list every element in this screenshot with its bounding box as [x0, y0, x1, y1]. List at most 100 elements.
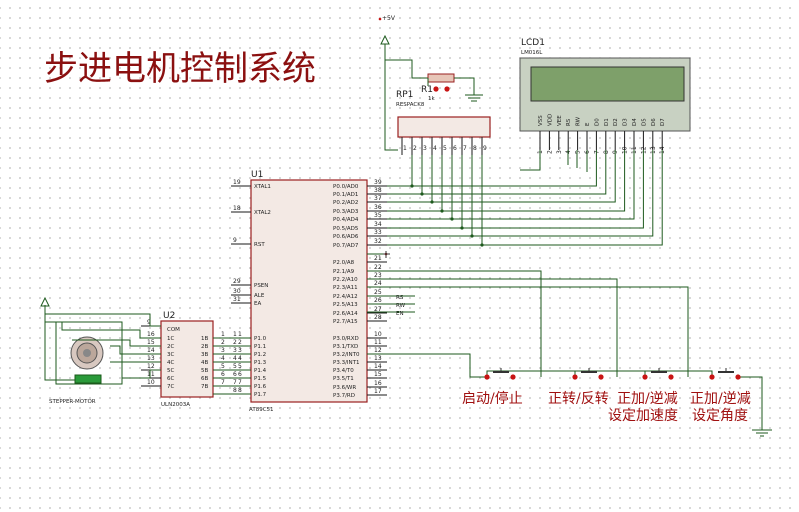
- u1-pin-name: P1.7: [254, 392, 267, 398]
- u1-pin-name: P1.6: [254, 384, 267, 390]
- lcd-vss-wire: [520, 150, 541, 171]
- u1-pin-number: 2: [233, 339, 237, 346]
- u1-pin-number: 13: [374, 355, 382, 362]
- u2-pin-number: 6: [221, 371, 225, 378]
- lcd-pin-name: D4: [632, 118, 638, 126]
- p1-wire-label: 3: [238, 347, 242, 354]
- p0-bus-wire: [387, 150, 635, 220]
- lcd-ref: LCD1: [521, 38, 545, 48]
- u2-pin-number: 3: [221, 347, 225, 354]
- button-label-direction: 正转/反转: [548, 391, 609, 407]
- lcd-pin-name: D2: [613, 118, 619, 126]
- u1-pin-name: PSEN: [254, 283, 268, 289]
- u1-pin-name: P2.5/A13: [333, 302, 358, 308]
- wire-junction: [440, 209, 444, 213]
- r1-ref: R1: [421, 85, 433, 95]
- u2-pin-name: 2B: [201, 344, 208, 350]
- lcd-pin-name: VDD: [547, 114, 553, 126]
- lcd-model: LM016L: [521, 50, 543, 56]
- u2-pin-number: 13: [147, 355, 155, 362]
- p0-bus-wire: [387, 150, 663, 246]
- push-button-2[interactable]: [572, 368, 604, 380]
- lcd-pin-name: VSS: [538, 115, 544, 126]
- u2-pin-number: 9: [147, 319, 151, 326]
- lcd-pin-name: RS: [566, 118, 572, 126]
- u1-pin-number: 22: [374, 264, 382, 271]
- u1-pin-name: P2.6/A14: [333, 311, 358, 317]
- lcd-pin-name: D6: [651, 118, 657, 126]
- u1-pin-number: 10: [374, 331, 382, 338]
- p0-bus-wire: [387, 150, 597, 187]
- u1-pin-name: P2.4/A12: [333, 294, 358, 300]
- button-label-angle: 正加/逆减: [690, 391, 751, 407]
- u1-pin-name: P0.2/AD2: [333, 200, 358, 206]
- u1-pin-number: 19: [233, 179, 241, 186]
- lcd-pin-name: D1: [604, 118, 610, 126]
- push-button-1[interactable]: [484, 368, 516, 380]
- wire-junction: [460, 226, 464, 230]
- u1-pin-name: ALE: [254, 293, 265, 299]
- u1-pin-number: 18: [233, 205, 241, 212]
- u2-pin-name: 6B: [201, 376, 208, 382]
- u1-pin-name: P3.7/RD: [333, 393, 355, 399]
- u2-pin-name: 7C: [167, 384, 174, 390]
- u1-pin-number: 23: [374, 272, 382, 279]
- r1-value: 1k: [428, 96, 435, 102]
- u1-ref: U1: [251, 170, 263, 180]
- u2-pin-number: 15: [147, 339, 155, 346]
- u2-ref: U2: [163, 311, 175, 321]
- push-button-3[interactable]: [642, 368, 674, 380]
- wire-junction: [410, 184, 414, 188]
- u1-pin-name: P1.3: [254, 360, 267, 366]
- rp1-pin-number: 9: [483, 145, 487, 152]
- u2-pin-name: 3B: [201, 352, 208, 358]
- u1-pin-number: 21: [374, 255, 382, 262]
- u1-pin-number: 38: [374, 187, 382, 194]
- lcd-pin-name: VEE: [557, 115, 563, 126]
- u2-pin-name: 2C: [167, 344, 174, 350]
- u1-pin-name: P0.4/AD4: [333, 217, 359, 223]
- lcd-pin-name: D0: [594, 118, 600, 126]
- u1-pin-name: P3.1/TXD: [333, 344, 358, 350]
- p0-bus-wire: [387, 150, 654, 237]
- u1-pin-number: 25: [374, 289, 382, 296]
- u2-model: ULN2003A: [161, 402, 190, 408]
- u1-pin-name: P0.1/AD1: [333, 192, 358, 198]
- u1-pin-name: RST: [254, 242, 265, 248]
- u1-pin-number: 35: [374, 212, 382, 219]
- wire-junction: [470, 234, 474, 238]
- u1-pin-number: 16: [374, 380, 382, 387]
- u1-pin-name: P3.5/T1: [333, 376, 354, 382]
- power-terminal-5v: +5V: [378, 15, 428, 151]
- u1-pin-number: 24: [374, 280, 382, 287]
- u1-pin-number: 39: [374, 179, 382, 186]
- u2-pin-number: 11: [147, 371, 155, 378]
- u1-pin-name: P2.2/A10: [333, 277, 358, 283]
- u1-pin-number: 33: [374, 229, 382, 236]
- wire-junction: [430, 200, 434, 204]
- u1-pin-number: 26: [374, 297, 382, 304]
- lcd-pin-name: D3: [623, 118, 629, 126]
- u1-pin-name: P0.6/AD6: [333, 234, 359, 240]
- net-label-en: EN: [396, 311, 404, 317]
- u1-pin-name: P3.4/T0: [333, 368, 354, 374]
- u2-pin-number: 10: [147, 379, 155, 386]
- u2-pin-name: 5C: [167, 368, 174, 374]
- u1-pin-name: P0.0/AD0: [333, 184, 359, 190]
- u1-pin-number: 9: [233, 237, 237, 244]
- p0-bus-wire: [387, 150, 607, 195]
- u2-pin-number: 12: [147, 363, 155, 370]
- u1-pin-number: 12: [374, 347, 382, 354]
- u1-pin-number: 37: [374, 195, 382, 202]
- u2-pin-name: 1B: [201, 336, 208, 342]
- u2-pin-number: 5: [221, 363, 225, 370]
- control-net-labels: RS RW EN: [367, 251, 415, 317]
- u1-pin-name: P1.5: [254, 376, 267, 382]
- motor-label: STEPPER-MOTOR: [49, 399, 96, 405]
- p1-wire-label: 2: [238, 339, 242, 346]
- u2-pin-name: 6C: [167, 376, 174, 382]
- u1-pin-number: 7: [233, 379, 237, 386]
- push-button-4[interactable]: [709, 368, 741, 380]
- u2-pin-number: 1: [221, 331, 225, 338]
